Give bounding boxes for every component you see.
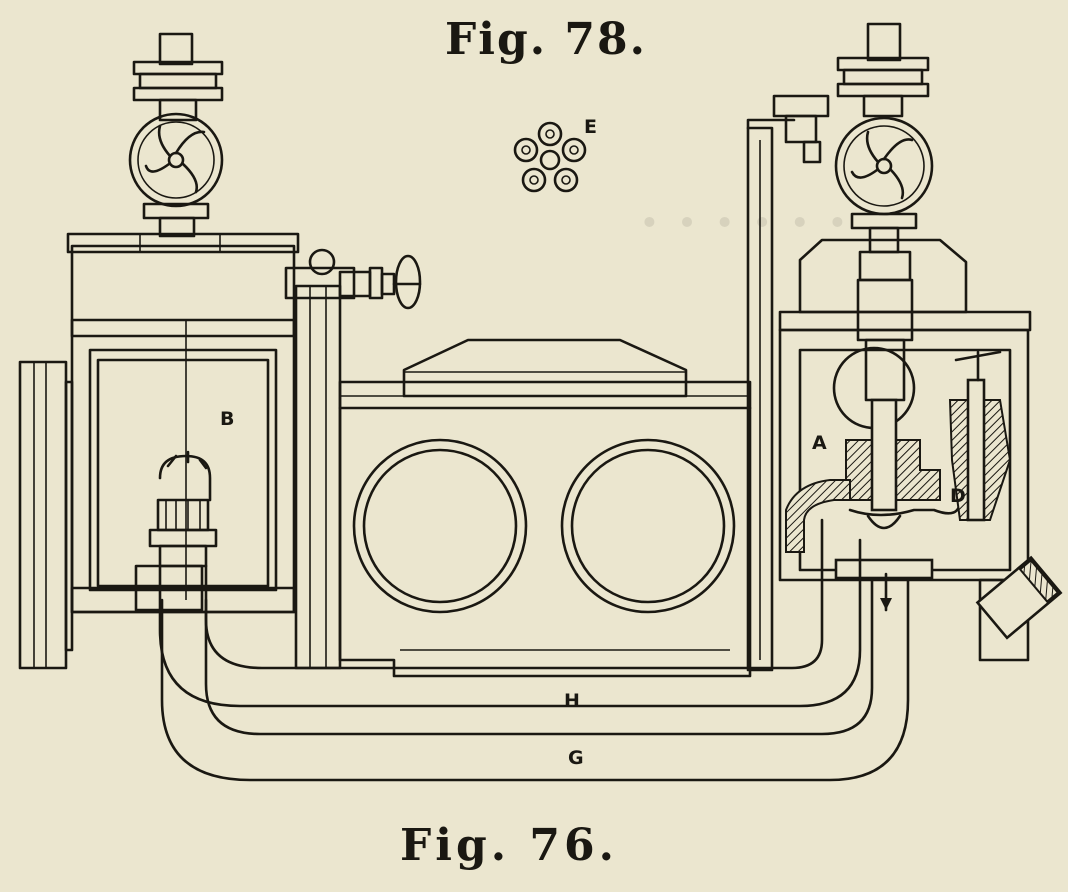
show-through-texture: · · · · · · <box>640 190 847 254</box>
left-valve-assembly <box>128 32 224 238</box>
central-body <box>338 338 752 678</box>
figure-caption-bottom: Fig. 76. <box>400 820 618 871</box>
pipe-g <box>160 578 910 782</box>
figure-caption-top: Fig. 78. <box>445 14 647 65</box>
injector-section <box>785 350 1063 640</box>
label-b: B <box>220 408 235 430</box>
pipe-h <box>158 518 862 708</box>
label-a: A <box>812 432 827 454</box>
nozzle-rosette-e <box>513 121 587 193</box>
vertical-pipe <box>746 94 830 672</box>
left-column <box>284 248 422 670</box>
label-e: E <box>584 116 597 138</box>
left-elbow <box>148 450 218 568</box>
right-valve-assembly <box>834 22 934 402</box>
pipe-clamp <box>134 564 204 612</box>
label-g: G <box>568 747 584 769</box>
label-d: D <box>950 485 966 507</box>
housing-b <box>66 232 300 614</box>
label-h: H <box>564 690 580 712</box>
left-flange <box>18 360 74 670</box>
